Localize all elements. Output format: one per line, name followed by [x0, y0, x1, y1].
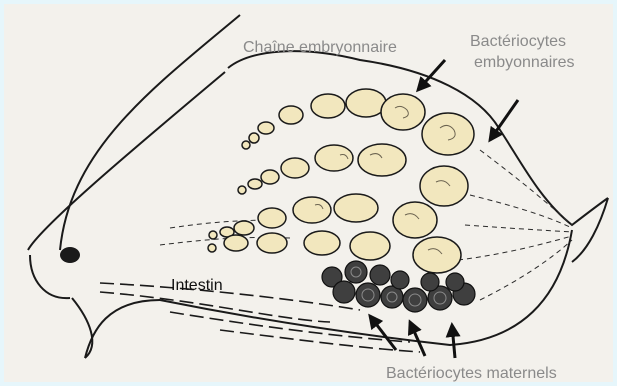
label-embryo-chain: Chaîne embryonnaire	[243, 38, 397, 57]
eye-spot	[60, 247, 80, 263]
label-embryo-bacteriocytes-line2: embyonnaires	[474, 53, 575, 72]
label-intestine: Intestin	[171, 276, 223, 295]
label-embryo-bacteriocytes-line1: Bactériocytes	[470, 32, 566, 51]
label-maternal-bacteriocytes: Bactériocytes maternels	[386, 364, 557, 383]
